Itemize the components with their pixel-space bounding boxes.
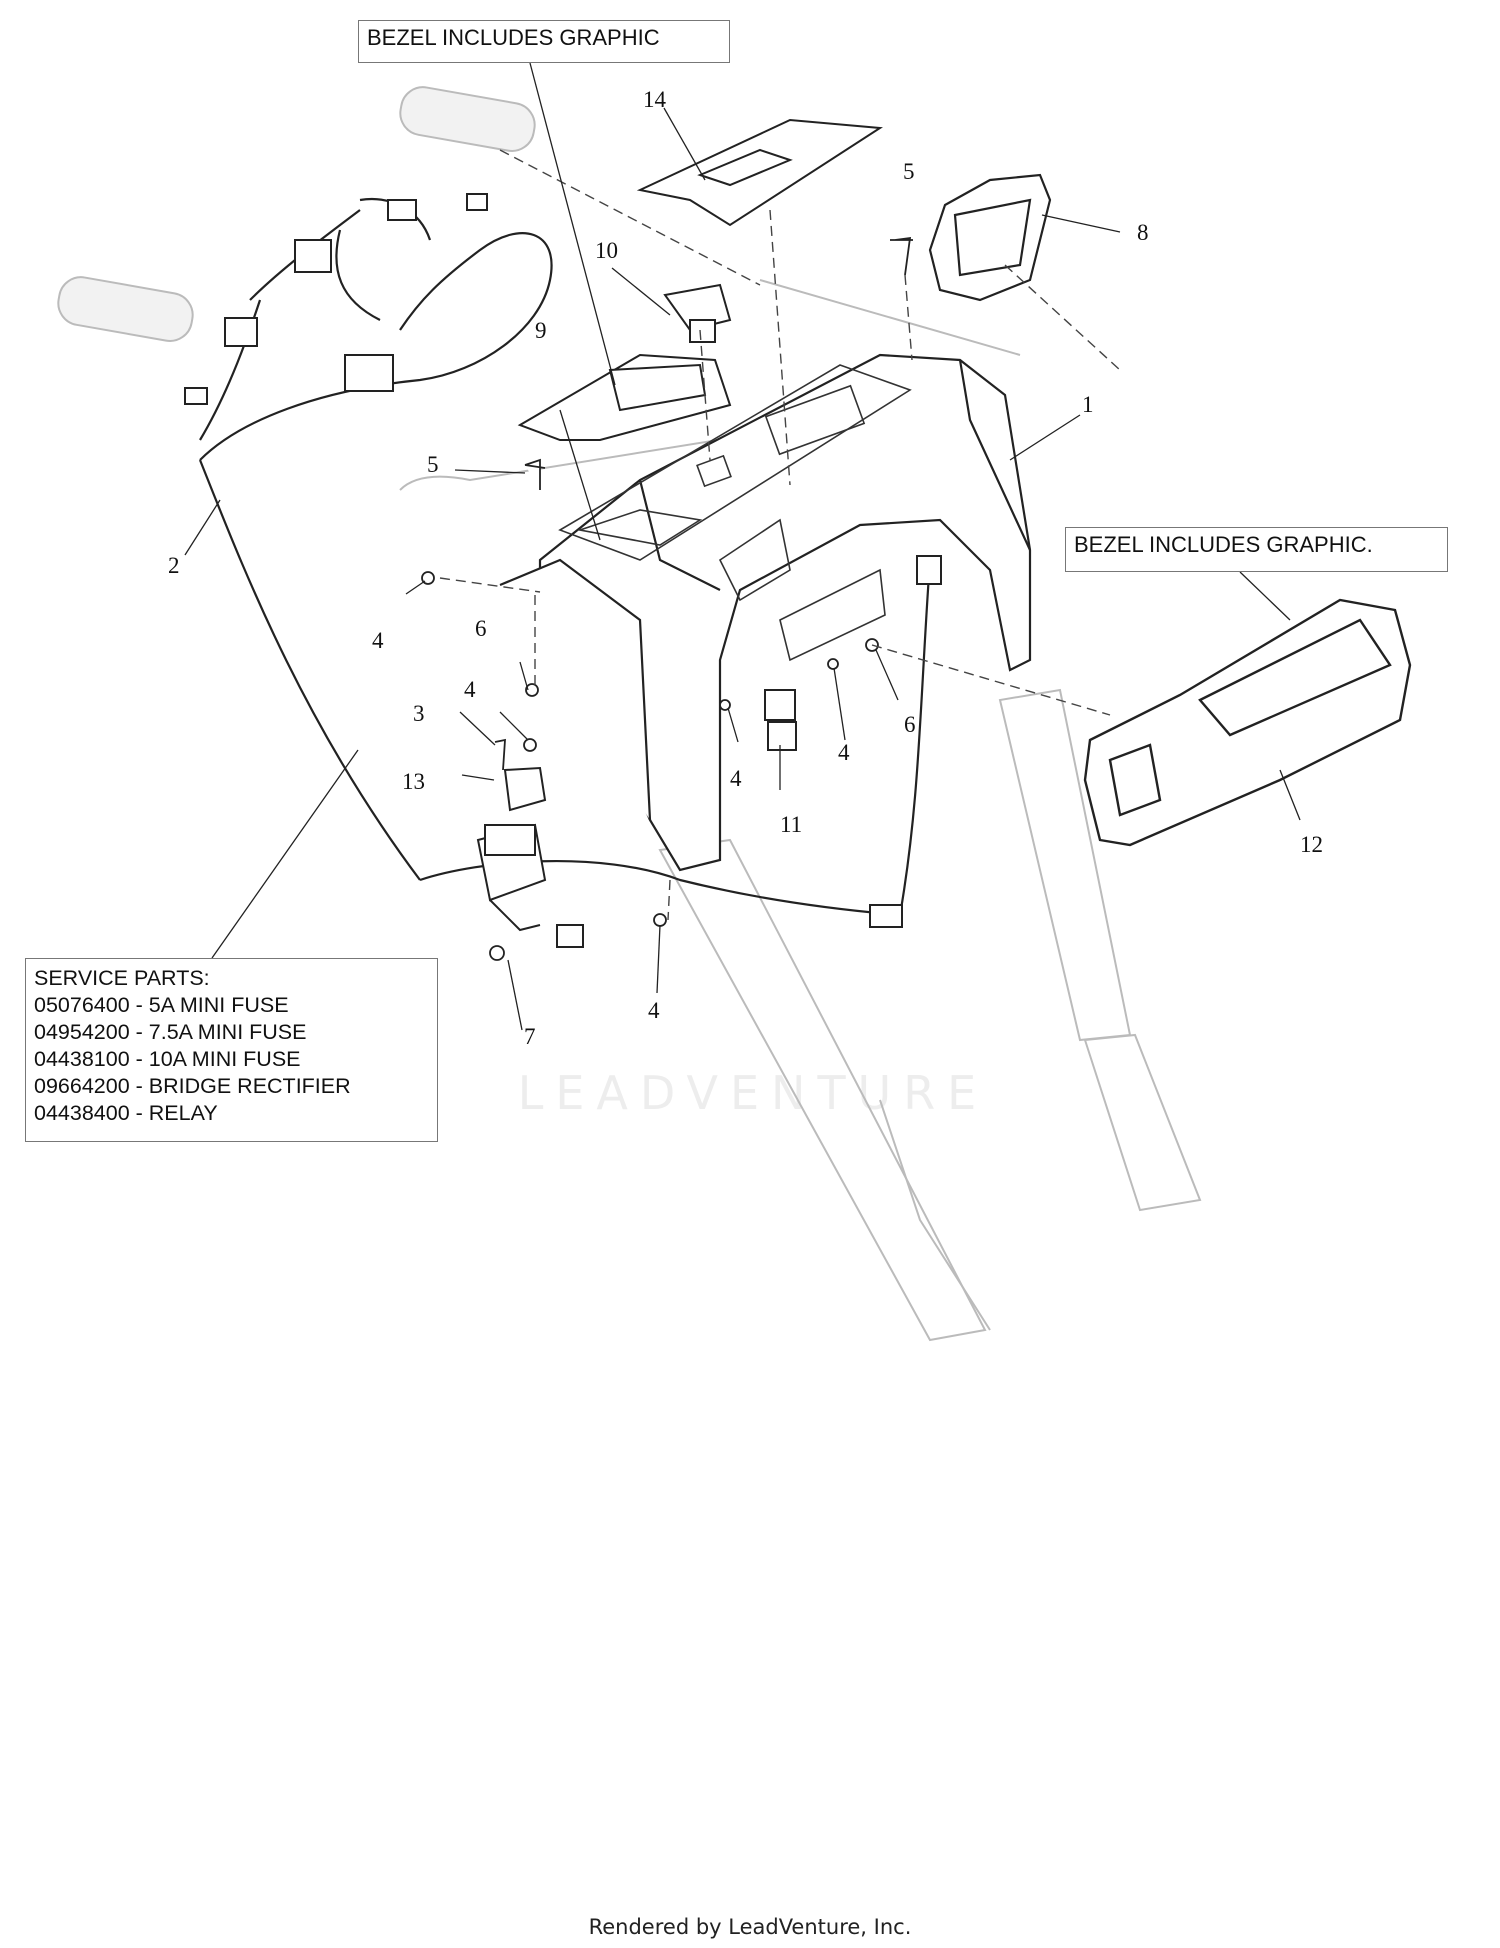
service-parts-heading: SERVICE PARTS: [34,966,210,990]
callout-9: 9 [535,318,547,343]
callout-1: 1 [1082,392,1094,417]
console-top-panel [558,364,912,602]
callout-10: 10 [595,238,618,263]
mounting-plate [779,568,886,662]
callout-7: 7 [524,1024,536,1049]
bezel-note-right: BEZEL INCLUDES GRAPHIC. [1065,527,1448,572]
footer-credit: Rendered by LeadVenture, Inc. [588,1915,912,1939]
callout-2: 2 [168,553,180,578]
callout-5-b: 5 [903,159,915,184]
callout-numbers: 1 2 3 4 4 4 4 4 5 5 6 6 7 8 9 10 11 12 1… [168,87,1323,1049]
callout-5-a: 5 [427,452,439,477]
callout-4-c: 4 [730,766,742,791]
callout-4-b: 4 [464,677,476,702]
callout-14: 14 [643,87,667,112]
service-part-item: 04438100 - 10A MINI FUSE [34,1047,301,1071]
handle-grip-lower [57,276,194,342]
leader-lines [184,62,1301,1031]
service-part-item: 05076400 - 5A MINI FUSE [34,993,289,1017]
switch-11 [764,689,797,751]
handle-grip-upper [399,86,536,152]
service-parts-box: SERVICE PARTS: 05076400 - 5A MINI FUSE 0… [25,958,438,1142]
callout-4-e: 4 [648,998,660,1023]
relay-assembly [476,766,547,932]
harness-connectors [184,193,942,948]
service-part-item: 04438400 - RELAY [34,1101,218,1125]
bezel-8 [928,173,1052,302]
callout-3: 3 [413,701,425,726]
callout-11: 11 [780,812,802,837]
console-housing [499,353,1032,872]
callout-6-a: 6 [475,616,487,641]
bezel-12 [1083,598,1412,847]
alignment-lines [439,149,1121,921]
callout-8: 8 [1137,220,1149,245]
callout-4-d: 4 [838,740,850,765]
bezel-9 [517,353,732,441]
callout-13: 13 [402,769,425,794]
callout-12: 12 [1300,832,1323,857]
bezel-note-top: BEZEL INCLUDES GRAPHIC [358,20,730,63]
service-part-item: 09664200 - BRIDGE RECTIFIER [34,1074,351,1098]
watermark-text: LEADVENTURE [517,1066,989,1120]
callout-4-a: 4 [372,628,384,653]
bezel-14 [636,118,883,227]
service-part-item: 04954200 - 7.5A MINI FUSE [34,1020,307,1044]
switch-10 [663,283,732,343]
callout-6-b: 6 [904,712,916,737]
